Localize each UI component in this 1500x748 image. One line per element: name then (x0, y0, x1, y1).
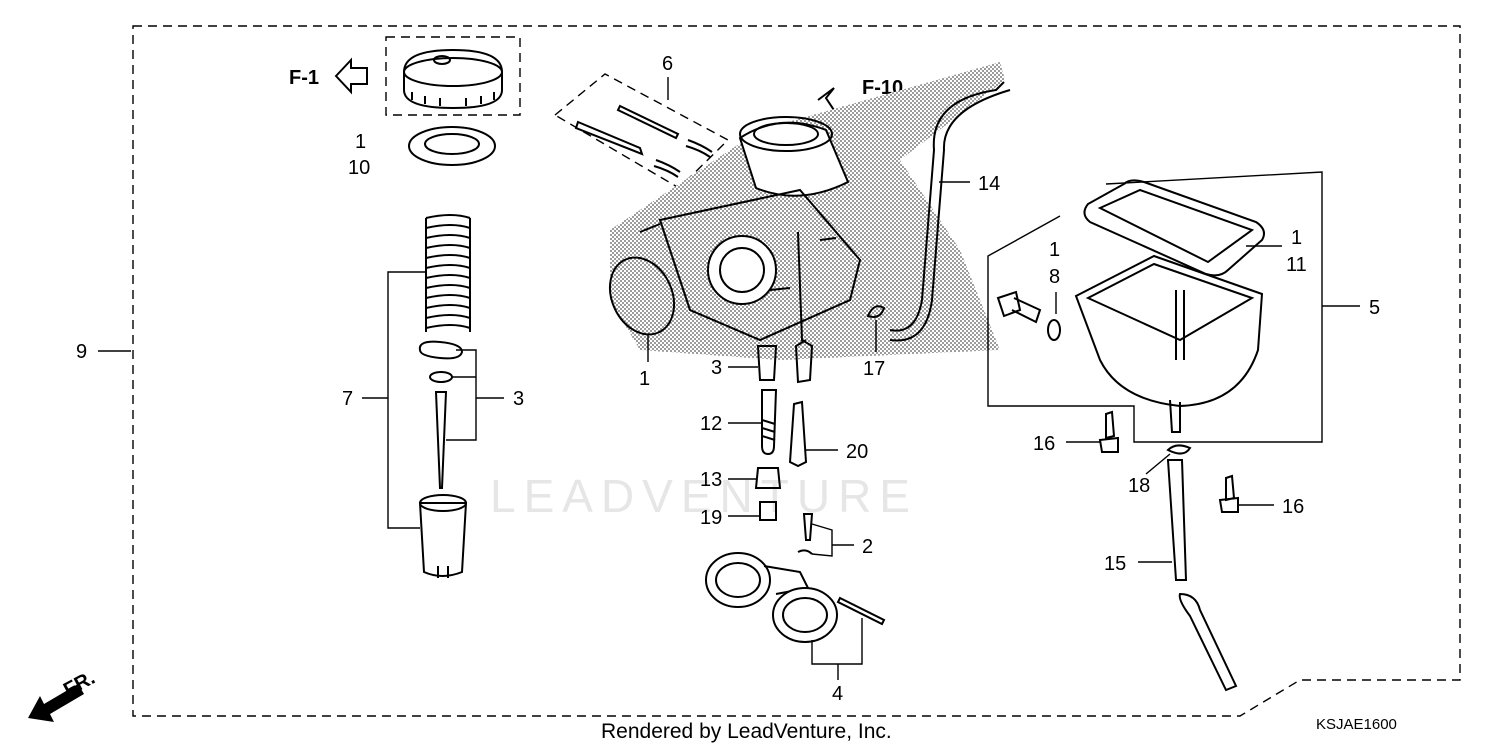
callout-17: 17 (863, 358, 885, 380)
callout-7: 7 (342, 388, 353, 410)
vent-hose (889, 81, 1011, 342)
jet-needle (434, 391, 448, 489)
cap-dashed-box (385, 36, 521, 116)
chamber-screw-upper (1098, 410, 1119, 453)
callout-1-gasket: 1 (1291, 227, 1302, 249)
callout-18: 18 (1128, 475, 1150, 497)
callout-1-oring: 1 (1049, 239, 1060, 261)
carburetor-float (705, 552, 886, 643)
float-chamber-gasket (1083, 179, 1265, 277)
callout-3-mid: 3 (711, 357, 722, 379)
drain-tube (1166, 459, 1238, 692)
float-valve (802, 513, 814, 541)
carburetor-top-cap (403, 48, 503, 110)
slow-jet (788, 400, 808, 468)
throttle-valve-slide (418, 494, 468, 578)
main-jet (759, 501, 777, 521)
needle-jet (761, 389, 778, 456)
assembly-border (132, 25, 1461, 717)
tube-clip (1166, 444, 1192, 455)
main-jet-holder (754, 467, 782, 489)
callout-10: 10 (348, 157, 370, 179)
carb-o-ring (608, 256, 676, 336)
callout-8: 8 (1049, 266, 1060, 288)
callout-4: 4 (832, 683, 843, 705)
callout-5: 5 (1369, 297, 1380, 319)
callout-12: 12 (700, 413, 722, 435)
screw-kit-dashed-box (553, 73, 730, 189)
throttle-spring (425, 214, 471, 332)
drain-screw (996, 290, 1042, 324)
callout-13: 13 (700, 469, 722, 491)
callout-16-upper: 16 (1033, 433, 1055, 455)
hose-clip (866, 305, 886, 318)
ref-f1: F-1 (289, 67, 319, 89)
needle-retainer (429, 371, 453, 383)
callout-2: 2 (862, 536, 873, 558)
needle-jet-holder (756, 345, 778, 381)
cap-gasket (408, 126, 496, 166)
credit-text: Rendered by LeadVenture, Inc. (601, 720, 892, 743)
callout-20: 20 (846, 441, 868, 463)
callout-1-cap: 1 (355, 131, 366, 153)
callout-9: 9 (76, 341, 87, 363)
float-chamber (1074, 254, 1264, 433)
float-valve-clip (797, 549, 813, 555)
o-ring (1047, 319, 1061, 341)
arrow-left-icon (334, 57, 368, 95)
callout-15: 15 (1104, 553, 1126, 575)
callout-16-lower: 16 (1282, 496, 1304, 518)
callout-3-left: 3 (513, 388, 524, 410)
carburetor-body (610, 62, 1005, 384)
float-chamber-bracket (987, 171, 1323, 443)
callout-14: 14 (978, 173, 1000, 195)
diagram-code: KSJAE1600 (1316, 716, 1397, 733)
pilot-screw-set (574, 104, 713, 178)
front-arrow-icon (28, 684, 84, 722)
callout-19: 19 (700, 507, 722, 529)
callout-1-carb: 1 (639, 368, 650, 390)
callout-6: 6 (662, 53, 673, 75)
callout-11: 11 (1286, 254, 1307, 276)
needle-clip (418, 340, 464, 360)
chamber-screw-lower (1218, 474, 1239, 513)
watermark: LEADVENTURE (490, 470, 918, 522)
